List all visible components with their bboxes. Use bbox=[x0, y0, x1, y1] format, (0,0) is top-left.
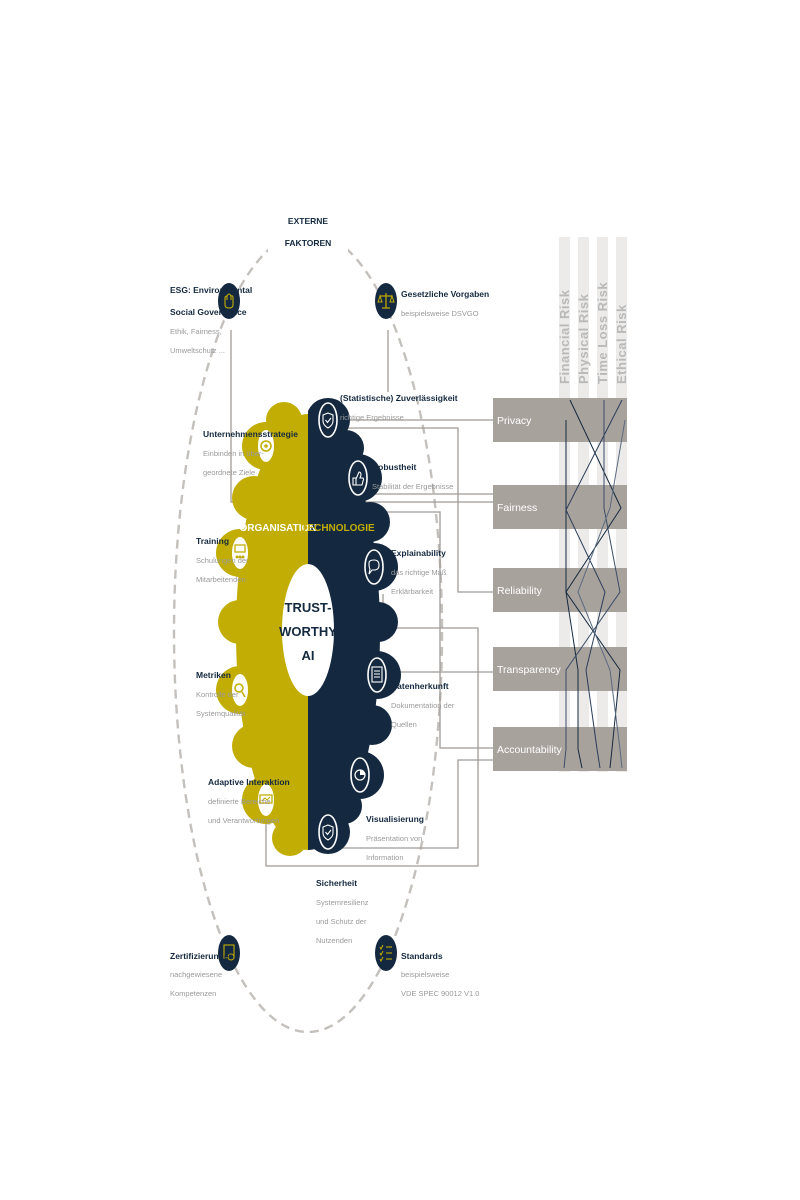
organisation-texts: Unternehmensstrategie Einbinden in über-… bbox=[196, 429, 298, 825]
bar-label-accountability: Accountability bbox=[497, 744, 563, 756]
bar-accountability bbox=[493, 727, 627, 771]
zuverl-title: (Statistische) Zuverlässigkeit bbox=[340, 393, 458, 403]
esg-title-1: ESG: Environmental bbox=[170, 285, 252, 295]
risk-label-physical: Physical Risk bbox=[576, 293, 591, 384]
bar-reliability bbox=[493, 568, 627, 612]
connector-misc bbox=[378, 511, 493, 749]
robust-desc: Stabilität der Ergebnisse bbox=[372, 482, 453, 491]
training-title: Training bbox=[196, 536, 229, 546]
speech-bubble-icon bbox=[364, 549, 384, 585]
security-shield-icon bbox=[318, 814, 338, 850]
strategie-title: Unternehmensstrategie bbox=[203, 429, 298, 439]
external-factors-title-2: FAKTOREN bbox=[285, 238, 332, 248]
certificate-icon bbox=[218, 935, 240, 971]
visual-desc-2: Information bbox=[366, 853, 404, 862]
principle-bars: Privacy Fairness Reliability Transparenc… bbox=[493, 398, 627, 771]
robust-title: Robustheit bbox=[372, 462, 417, 472]
bar-label-fairness: Fairness bbox=[497, 502, 537, 514]
daten-desc-1: Dokumentation der bbox=[391, 701, 455, 710]
metriken-title: Metriken bbox=[196, 670, 231, 680]
visual-desc-1: Präsentation von bbox=[366, 834, 422, 843]
training-desc-2: Mitarbeitenden bbox=[196, 575, 246, 584]
sicher-desc-3: Nutzenden bbox=[316, 936, 352, 945]
ring-title-gap bbox=[268, 204, 348, 256]
hand-leaf-icon bbox=[218, 283, 240, 319]
strategie-desc-1: Einbinden in über- bbox=[203, 449, 264, 458]
gesetz-title: Gesetzliche Vorgaben bbox=[401, 289, 489, 299]
zuverl-desc: richtige Ergebnisse bbox=[340, 413, 404, 422]
connector-lines bbox=[230, 330, 493, 867]
external-icons bbox=[218, 283, 397, 971]
explain-desc-1: das richtige Maß bbox=[391, 568, 447, 577]
sicher-desc-2: und Schutz der bbox=[316, 917, 367, 926]
esg-desc-2: Umweltschutz ... bbox=[170, 346, 225, 355]
standards-desc-2: VDE SPEC 90012 V1.0 bbox=[401, 989, 479, 998]
magnifier-icon bbox=[230, 672, 250, 708]
scales-icon bbox=[375, 283, 397, 319]
explain-desc-2: Erklärbarkeit bbox=[391, 587, 434, 596]
sicher-desc-1: Systemresilienz bbox=[316, 898, 369, 907]
standards-title: Standards bbox=[401, 951, 443, 961]
bar-transparency bbox=[493, 647, 627, 691]
center-label-1: TRUST- bbox=[285, 600, 332, 615]
bar-label-privacy: Privacy bbox=[497, 415, 532, 427]
training-desc-1: Schulungen der bbox=[196, 556, 249, 565]
adaptive-desc-1: definierte Bereiche bbox=[208, 797, 271, 806]
risk-label-timeloss: Time Loss Risk bbox=[595, 282, 610, 384]
people-board-icon bbox=[230, 535, 250, 571]
explain-title: Explainability bbox=[391, 548, 446, 558]
technologie-texts: (Statistische) Zuverlässigkeit richtige … bbox=[316, 393, 458, 945]
esg-desc-1: Ethik, Fairness, bbox=[170, 327, 222, 336]
visual-title: Visualisierung bbox=[366, 814, 424, 824]
target-icon bbox=[256, 428, 276, 464]
center-label-3: AI bbox=[302, 648, 315, 663]
zert-desc-2: Kompetenzen bbox=[170, 989, 216, 998]
gesetz-desc: beispielsweise DSVGO bbox=[401, 309, 479, 318]
checklist-icon bbox=[375, 935, 397, 971]
organisation-icons bbox=[230, 428, 276, 818]
center-ellipse bbox=[282, 564, 334, 696]
monitor-chart-icon bbox=[256, 782, 276, 818]
risk-profile-lines bbox=[563, 399, 626, 769]
risk-line-5 bbox=[577, 419, 626, 769]
strategie-desc-2: geordnete Ziele bbox=[203, 468, 255, 477]
pie-chart-icon bbox=[350, 757, 370, 793]
risk-line-1 bbox=[565, 420, 583, 769]
technologie-icons bbox=[318, 402, 387, 850]
adaptive-title: Adaptive Interaktion bbox=[208, 777, 290, 787]
daten-title: Datenherkunft bbox=[391, 681, 449, 691]
metriken-desc-2: Systemqualität bbox=[196, 709, 246, 718]
risk-label-financial: Financial Risk bbox=[557, 289, 572, 384]
connector-explain-reliability bbox=[338, 427, 493, 593]
esg-title-2: Social Governance bbox=[170, 307, 247, 317]
zert-title: Zertifizierungen bbox=[170, 951, 234, 961]
sector-label-organisation: ORGANISATION bbox=[239, 523, 316, 534]
risk-label-ethical: Ethical Risk bbox=[614, 304, 629, 384]
bar-label-transparency: Transparency bbox=[497, 664, 562, 676]
center-label-2: WORTHY bbox=[279, 624, 337, 639]
shield-check-icon bbox=[318, 402, 338, 438]
daten-desc-2: Quellen bbox=[391, 720, 417, 729]
sector-label-technologie: TECHNOLOGIE bbox=[301, 523, 375, 534]
bar-label-reliability: Reliability bbox=[497, 585, 543, 597]
connector-sicher-transparency bbox=[338, 759, 493, 849]
connector-esg-fairness bbox=[230, 330, 493, 503]
external-texts: ESG: Environmental Social Governance Eth… bbox=[170, 285, 489, 998]
adaptive-desc-2: und Verantwortungen bbox=[208, 816, 279, 825]
metriken-desc-1: Kontrolle der bbox=[196, 690, 239, 699]
thumbs-up-icon bbox=[348, 460, 368, 496]
zert-desc-1: nachgewiesene bbox=[170, 970, 222, 979]
external-factors-title: EXTERNE bbox=[288, 216, 328, 226]
risk-line-2 bbox=[565, 399, 623, 769]
sicher-title: Sicherheit bbox=[316, 878, 357, 888]
document-icon bbox=[367, 657, 387, 693]
standards-desc-1: beispielsweise bbox=[401, 970, 449, 979]
risk-line-4 bbox=[563, 400, 621, 769]
